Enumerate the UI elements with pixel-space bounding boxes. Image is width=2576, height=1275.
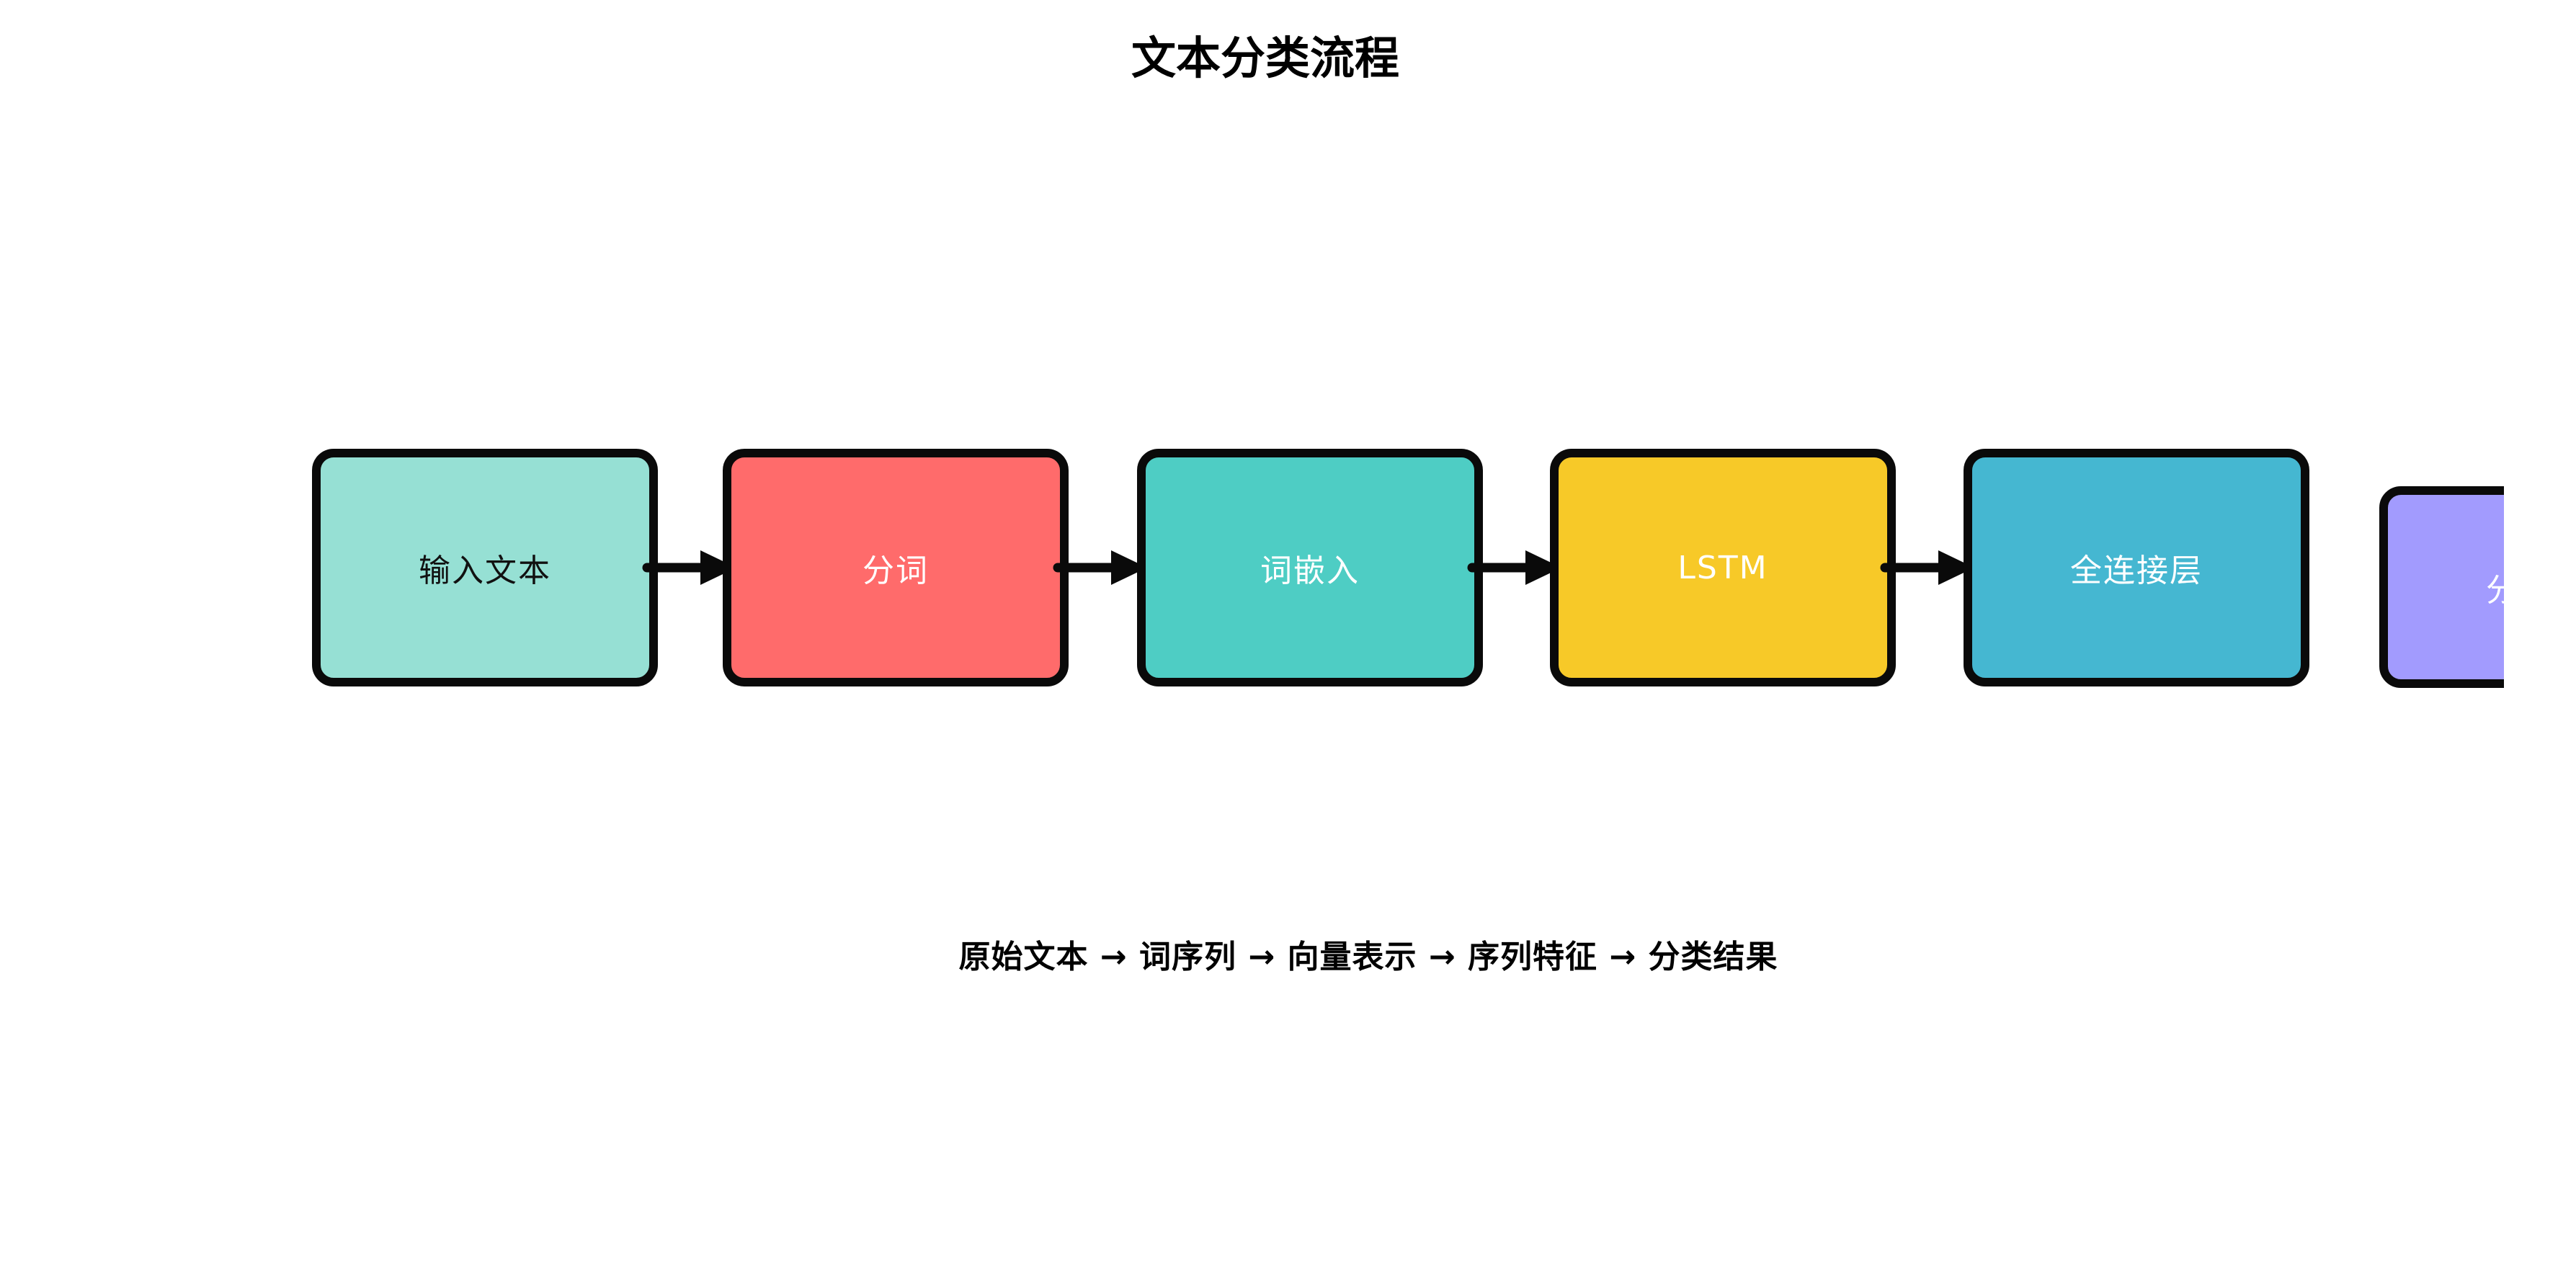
pipeline-summary-text: 原始文本 → 词序列 → 向量表示 → 序列特征 → 分类结果 [958,939,1778,975]
flow-node-label: 词嵌入 [1260,552,1360,589]
diagram-drawing-area: 输入文本 分词 词嵌入 LSTM [312,449,2504,688]
arrow-right-icon [1878,545,1979,591]
arrow-right-icon [1465,545,1566,591]
flow-node-label: LSTM [1677,549,1768,586]
arrow-right-icon [640,545,741,591]
flow-node-classification-result: 分类结果 [2379,486,2504,688]
flow-node-label: 分词 [863,552,929,589]
flow-node-fully-connected: 全连接层 [1964,449,2309,686]
flow-node-label: 输入文本 [419,552,551,589]
arrow-right-icon [1051,545,1151,591]
flow-node-lstm: LSTM [1550,449,1896,686]
flow-node-label: 分类结果 [2486,572,2504,609]
flow-node-tokenize: 分词 [723,449,1069,686]
flow-node-input-text: 输入文本 [312,449,658,686]
flow-node-label: 全连接层 [2070,552,2203,589]
flow-node-word-embedding: 词嵌入 [1137,449,1483,686]
diagram-title: 文本分类流程 [1131,32,1400,84]
